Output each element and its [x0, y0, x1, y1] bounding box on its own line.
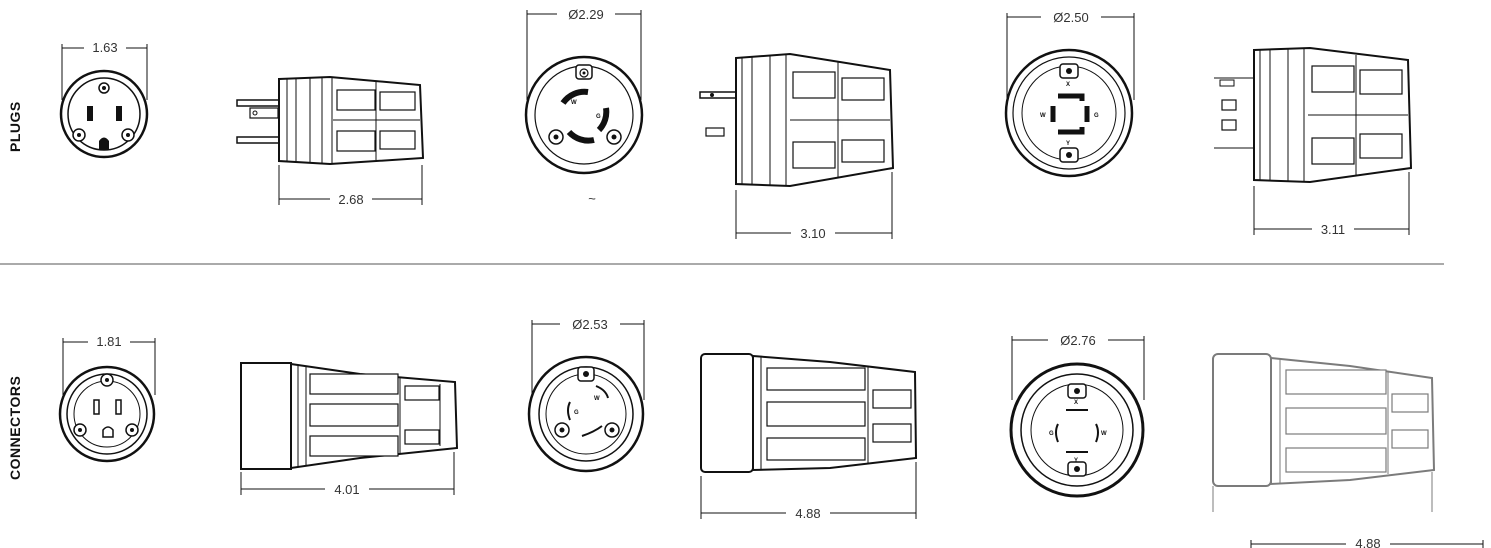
- plug-3-face: Ø2.50 X W G Y: [1004, 9, 1135, 178]
- pin-letter-w: W: [571, 100, 577, 106]
- pin-letter-x-conn3: X: [1074, 400, 1078, 406]
- pin-letter-g-conn3: G: [1049, 431, 1054, 437]
- plug-3-face-dimension: Ø2.50: [1053, 10, 1088, 25]
- connector-3-side-dimension: 4.88: [1355, 536, 1380, 548]
- pin-letter-g-plug3: G: [1094, 113, 1099, 119]
- plug-3-side-dimension: 3.11: [1321, 222, 1345, 237]
- pin-letter-g-conn2: G: [574, 410, 579, 416]
- connector-2-face-dimension: Ø2.53: [572, 317, 607, 332]
- connector-2-side: 4.88: [700, 353, 918, 521]
- row-label-connectors: CONNECTORS: [7, 376, 23, 480]
- plug-2-side-dimension: 3.10: [800, 226, 825, 241]
- connector-1-face-dimension: 1.81: [96, 334, 121, 349]
- pin-letter-x: X: [1066, 82, 1070, 88]
- pin-letter-g: G: [596, 114, 601, 120]
- pin-letter-y: Y: [1066, 141, 1070, 147]
- connector-1-side: 4.01: [240, 362, 459, 497]
- row-label-plugs: PLUGS: [7, 101, 23, 152]
- connector-3-side-dimension-line: 4.88: [1250, 536, 1484, 548]
- connector-3-face-dimension: Ø2.76: [1060, 333, 1095, 348]
- pin-letter-y-conn3: Y: [1074, 458, 1078, 464]
- connector-2-side-dimension: 4.88: [795, 506, 820, 521]
- pin-letter-w-conn2: W: [594, 396, 600, 402]
- pin-letter-w-conn3: W: [1101, 431, 1107, 437]
- plug-3-side: 3.11: [1214, 46, 1413, 237]
- pin-letter-w-plug3: W: [1040, 113, 1046, 119]
- plug-1-side: 2.68: [236, 75, 425, 207]
- connector-2-face: Ø2.53 G W: [527, 316, 645, 473]
- connector-3-side: [1212, 353, 1436, 512]
- plug-2-side: 3.10: [699, 52, 895, 241]
- connector-1-side-dimension: 4.01: [334, 482, 359, 497]
- plug-2-face: Ø2.29 W G ~: [524, 6, 644, 206]
- plug-1-face: 1.63: [59, 40, 149, 159]
- plug-1-side-dimension: 2.68: [338, 192, 363, 207]
- plug-1-face-dimension: 1.63: [92, 40, 117, 55]
- connector-1-face: 1.81: [58, 334, 156, 463]
- connector-3-face: Ø2.76 X G W Y: [1009, 332, 1145, 498]
- plug-2-mark: ~: [588, 191, 596, 206]
- plug-2-face-dimension: Ø2.29: [568, 7, 603, 22]
